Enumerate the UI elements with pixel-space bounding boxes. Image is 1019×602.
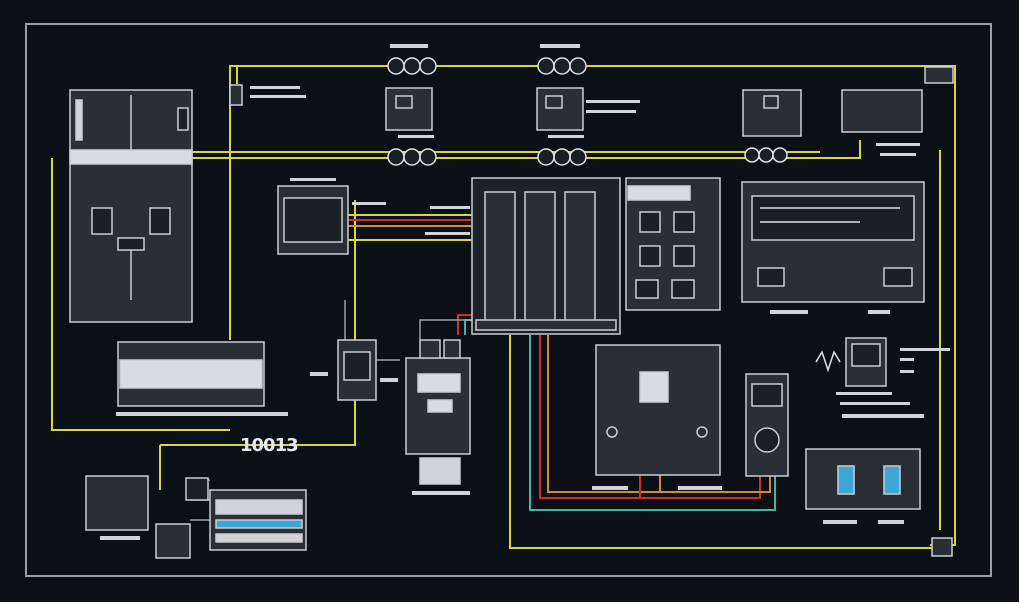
colored-wiring (345, 219, 776, 511)
display-panel (805, 448, 921, 510)
main-cabinet (69, 89, 193, 323)
devices-top (229, 66, 954, 137)
meter-device (815, 337, 887, 387)
drive-cabinet (595, 344, 721, 476)
plc-rack (471, 177, 621, 335)
diagram-frame (25, 23, 992, 577)
corner-terminal (931, 537, 953, 557)
sensor-unit (745, 373, 789, 477)
io-module (625, 177, 721, 311)
breaker-row-top (387, 57, 788, 166)
terminal-strip (117, 341, 265, 407)
panel-code-label: 10013 (240, 435, 299, 456)
power-supply (405, 339, 471, 485)
bottom-left-devices (85, 475, 307, 559)
controller-box (277, 185, 349, 255)
hmi-panel (741, 181, 925, 303)
breaker-unit (337, 339, 377, 401)
